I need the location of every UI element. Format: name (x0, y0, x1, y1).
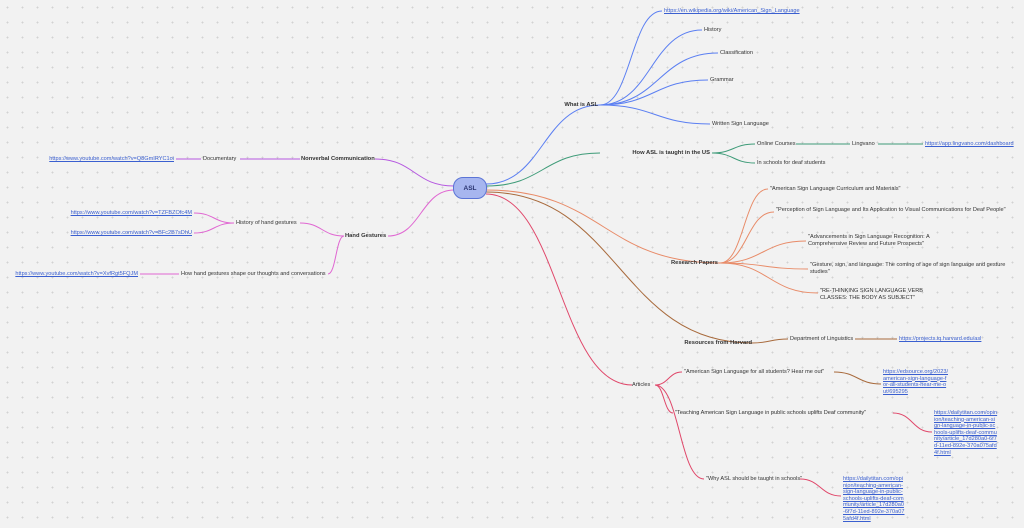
root-node-asl[interactable]: ASL (453, 177, 487, 199)
link-documentary[interactable]: https://www.youtube.com/watch?v=Q8GmIRYC… (49, 156, 174, 162)
node-online-courses[interactable]: Online Courses (757, 141, 796, 147)
link-history-gestures-1[interactable]: https://www.youtube.com/watch?v=TZFBZOfc… (70, 210, 192, 216)
link-harvard[interactable]: https://projects.iq.harvard.edu/asl (899, 336, 982, 342)
node-what-is-asl[interactable]: What is ASL (564, 102, 598, 108)
edge-articles-3 (654, 384, 705, 480)
edge-research-paper-2 (719, 211, 775, 264)
link-shape-thoughts[interactable]: https://www.youtube.com/watch?v=XvfRgt5F… (15, 271, 138, 277)
node-paper-1[interactable]: "American Sign Language Curriculum and M… (770, 186, 901, 192)
edge-article3-link (799, 478, 842, 497)
edge-history-link1 (193, 212, 235, 224)
edge-harvard-linguistics (751, 338, 789, 344)
edge-what-grammar (599, 79, 709, 106)
link-lingvano[interactable]: https://app.lingvano.com/dashboard (925, 141, 1014, 147)
node-article-3[interactable]: "Why ASL should be taught in schools" (706, 476, 803, 482)
edge-what-wiki (599, 10, 663, 106)
edge-taught-online (711, 143, 756, 154)
node-paper-4[interactable]: "Gesture, sign, and language: The coming… (810, 262, 1006, 275)
node-resources-harvard[interactable]: Resources from Harvard (684, 340, 752, 346)
edge-article2-link (892, 412, 933, 433)
node-hand-gestures[interactable]: Hand Gestures (345, 233, 387, 239)
edge-hand-history (299, 222, 345, 237)
edge-research-paper-3 (719, 240, 807, 264)
link-article-1[interactable]: https://edsource.org/2023/american-sign-… (883, 369, 948, 395)
edge-taught-deaf (711, 152, 756, 164)
node-paper-3[interactable]: "Advancements in Sign Language Recogniti… (808, 234, 930, 247)
edge-root-nonverbal (374, 158, 455, 187)
edge-root-taught (485, 152, 601, 187)
edge-articles-1 (654, 371, 683, 386)
edge-research-paper-4 (719, 262, 809, 270)
link-article-3[interactable]: https://dailytitan.com/opinion/teaching-… (843, 476, 905, 522)
edge-what-classification (599, 52, 719, 106)
node-deaf-schools[interactable]: In schools for deaf students (757, 160, 826, 166)
node-lingvano[interactable]: Lingvano (852, 141, 875, 147)
root-label: ASL (463, 184, 477, 192)
node-paper-5[interactable]: "RE-THINKING SIGN LANGUAGE VERB CLASSES:… (820, 288, 924, 301)
node-nonverbal-communication[interactable]: Nonverbal Communication (301, 156, 375, 162)
node-dept-linguistics[interactable]: Department of Linguistics (790, 336, 854, 342)
edge-what-written (599, 104, 711, 125)
link-wikipedia[interactable]: https://en.wikipedia.org/wiki/American_S… (664, 8, 800, 14)
edge-history-link2 (193, 222, 235, 234)
node-articles[interactable]: Articles (632, 382, 651, 388)
link-history-gestures-2[interactable]: https://www.youtube.com/watch?v=BFc2B7sD… (70, 230, 192, 236)
edge-root-what-is-asl (485, 104, 601, 185)
node-research-papers[interactable]: Research Papers (670, 260, 718, 266)
edge-hand-shape (327, 235, 345, 275)
edge-research-paper-1 (719, 188, 769, 264)
node-article-1[interactable]: "American Sign Language for all students… (684, 369, 825, 375)
edge-article1-link (833, 371, 882, 385)
node-paper-2[interactable]: "Perception of Sign Language and Its App… (776, 207, 1006, 213)
node-written-sign-language[interactable]: Written Sign Language (712, 121, 769, 127)
link-article-2[interactable]: https://dailytitan.com/opinion/teaching-… (934, 410, 998, 456)
edge-root-articles (485, 193, 633, 386)
node-grammar[interactable]: Grammar (710, 77, 734, 83)
node-history-hand-gestures[interactable]: History of hand gestures (236, 220, 297, 226)
node-history[interactable]: History (704, 27, 722, 33)
edge-what-history (599, 29, 703, 106)
node-classification[interactable]: Classification (720, 50, 753, 56)
edge-root-harvard (485, 191, 753, 344)
node-article-2[interactable]: "Teaching American Sign Language in publ… (675, 410, 867, 416)
edge-root-research (485, 189, 721, 264)
edge-root-hand-gestures (387, 189, 455, 237)
edge-articles-2 (654, 384, 674, 414)
node-shape-thoughts[interactable]: How hand gestures shape our thoughts and… (181, 271, 326, 277)
node-how-asl-taught[interactable]: How ASL is taught in the US (632, 150, 710, 156)
node-documentary[interactable]: Documentary (203, 156, 237, 162)
edge-research-paper-5 (719, 262, 819, 294)
